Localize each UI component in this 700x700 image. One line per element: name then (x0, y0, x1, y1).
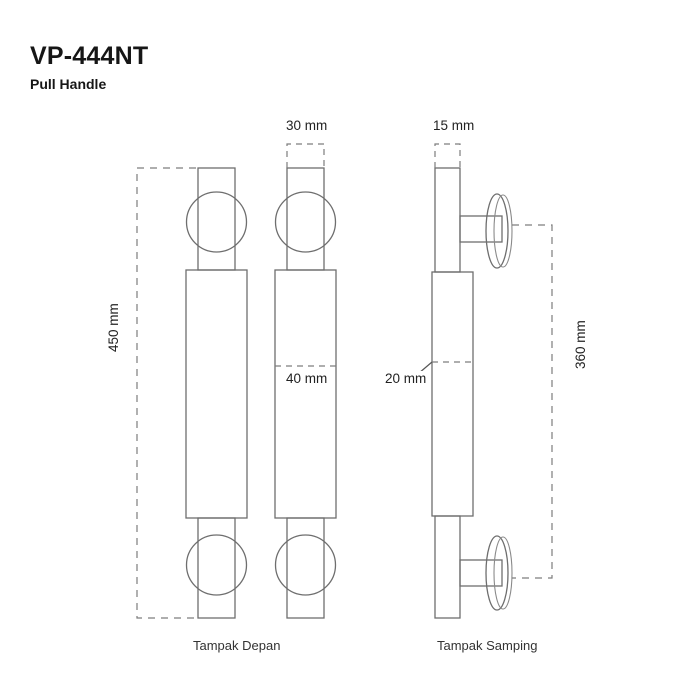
side-view (411, 143, 513, 619)
dim-box-15mm (434, 143, 461, 168)
dimension-label-450mm: 450 mm (106, 300, 121, 355)
dimension-label-20mm: 20 mm (382, 371, 430, 386)
grip-bar-view2 (274, 269, 337, 519)
rose-circle-bottom-view2 (274, 534, 337, 596)
post-bottom-view2 (286, 517, 325, 619)
page-title: VP-444NT (30, 42, 149, 70)
dim-bracket-450mm (136, 167, 196, 619)
dim-bracket-360mm (512, 224, 553, 579)
rose-circle-bottom-view1 (185, 534, 248, 596)
dimension-360mm (512, 224, 553, 579)
rose-plate-top-inner (493, 194, 513, 268)
grip-bar-side (431, 271, 474, 517)
front-view-2 (274, 143, 337, 619)
caption-side-view: Tampak Samping (437, 638, 538, 653)
caption-front-view: Tampak Depan (193, 638, 281, 653)
post-bottom-view1 (197, 517, 236, 619)
dimension-450mm (136, 167, 196, 619)
rose-plate-bottom-inner (493, 536, 513, 610)
rose-plate-bottom-outer (485, 535, 509, 611)
post-top-view2 (286, 167, 325, 271)
rose-circle-top-view2 (274, 191, 337, 253)
grip-bar-view1 (185, 269, 248, 519)
page-subtitle: Pull Handle (30, 76, 107, 92)
front-view-1 (185, 167, 248, 619)
rose-circle-top-view1 (185, 191, 248, 253)
dimension-label-15mm: 15 mm (430, 118, 478, 133)
dimension-label-40mm: 40 mm (283, 371, 331, 386)
standoff-arm-bottom (459, 559, 503, 587)
post-bottom-side (434, 515, 461, 619)
dimension-label-30mm: 30 mm (283, 118, 331, 133)
post-top-view1 (197, 167, 236, 271)
dim-box-30mm (286, 143, 325, 168)
dimension-label-360mm: 360 mm (573, 317, 588, 372)
post-top-side (434, 167, 461, 273)
standoff-arm-top (459, 215, 503, 243)
rose-plate-top-outer (485, 193, 509, 269)
